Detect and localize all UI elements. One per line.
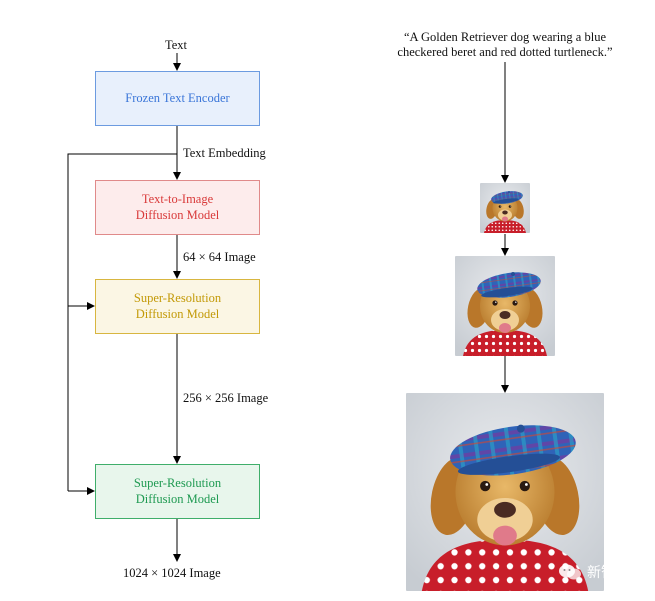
- embedding-side-line: [67, 153, 177, 491]
- t2i-label-line1: Text-to-Image: [141, 191, 214, 206]
- super-resolution-box-1: Super-Resolution Diffusion Model: [95, 279, 260, 334]
- t2i-label-line2: Diffusion Model: [135, 207, 220, 222]
- super-resolution-box-2: Super-Resolution Diffusion Model: [95, 464, 260, 519]
- watermark: 新智元: [558, 562, 629, 582]
- example-prompt: “A Golden Retriever dog wearing a blue c…: [365, 30, 645, 60]
- text-to-image-diffusion-box: Text-to-Image Diffusion Model: [95, 180, 260, 235]
- final-output-label: 1024 × 1024 Image: [123, 566, 221, 580]
- sr1-label-line2: Diffusion Model: [135, 306, 220, 321]
- watermark-text: 新智元: [587, 565, 629, 581]
- sr2-label-line1: Super-Resolution: [133, 475, 222, 490]
- sr2-label-line2: Diffusion Model: [135, 491, 220, 506]
- t2i-output-label: 64 × 64 Image: [183, 250, 256, 264]
- sr1-output-label: 256 × 256 Image: [183, 391, 269, 405]
- encoder-label: Frozen Text Encoder: [125, 90, 230, 105]
- text-embedding-label: Text Embedding: [183, 146, 266, 160]
- sr1-label-line1: Super-Resolution: [133, 290, 222, 305]
- dog-image-256: [455, 256, 555, 356]
- prompt-line-1: “A Golden Retriever dog wearing a blue: [403, 30, 606, 44]
- dog-image-64: [480, 183, 530, 233]
- frozen-text-encoder-box: Frozen Text Encoder: [95, 71, 260, 126]
- input-text-label: Text: [165, 38, 188, 52]
- prompt-line-2: checkered beret and red dotted turtlenec…: [397, 45, 613, 59]
- wechat-icon: [559, 564, 581, 580]
